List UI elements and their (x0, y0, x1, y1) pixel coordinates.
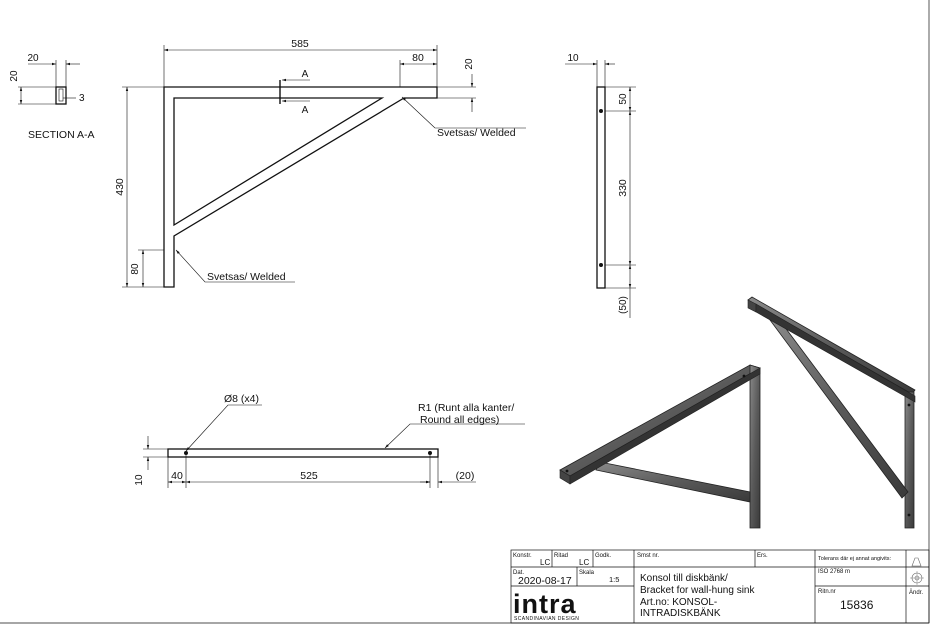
section-title: SECTION A-A (28, 129, 95, 141)
drawing-number: 15836 (840, 598, 874, 612)
isometric-render (559, 296, 916, 529)
side-dim-top: 50 (618, 93, 629, 105)
dim-lower-segment: 80 (130, 263, 141, 275)
side-dim-width: 10 (567, 53, 579, 64)
iso-bracket-right (747, 296, 916, 529)
title-block: Konstr. LC Ritad LC Godk. Smst nr. Ers. … (510, 549, 930, 624)
bottom-dim-end-ref: (20) (456, 470, 475, 482)
side-hole-bottom (599, 263, 603, 267)
title-line1: Konsol till diskbänk/ (640, 573, 728, 584)
dim-top-segment: 80 (412, 52, 424, 64)
bottom-hole-left (184, 451, 188, 455)
bottom-dim-height: 10 (134, 474, 145, 486)
side-dim-bottom-ref: (50) (618, 296, 629, 314)
skala-label: Skala (579, 570, 595, 576)
weld-note-bottom: Svetsas/ Welded (207, 271, 286, 283)
section-dim-thickness: 3 (79, 93, 85, 104)
ritad-label: Ritad (554, 553, 568, 559)
radius-note-line1: R1 (Runt alla kanter/ (418, 402, 514, 414)
title-line3: Art.no: KONSOL- (640, 597, 717, 608)
dim-bar-height: 20 (464, 58, 475, 70)
logo-tagline: SCANDINAVIAN DESIGN (514, 616, 579, 622)
bottom-hole-right (428, 451, 432, 455)
bottom-dim-span: 525 (300, 470, 318, 482)
iso-bracket-left (559, 364, 762, 529)
section-mark-top: A (302, 69, 309, 80)
weld-note-top: Svetsas/ Welded (437, 127, 516, 139)
projection-symbol-icon (910, 557, 924, 585)
logo-text: intra (513, 589, 577, 619)
dim-overall-height: 430 (114, 178, 126, 196)
bottom-view: Ø8 (x4) R1 (Runt alla kanter/ Round all … (134, 393, 525, 488)
side-profile (596, 86, 606, 289)
side-hole-top (599, 109, 603, 113)
smst-label: Smst nr. (637, 553, 659, 559)
godk-label: Godk. (595, 553, 611, 559)
dim-overall-width: 585 (291, 38, 309, 50)
konstr-value: LC (540, 558, 550, 567)
section-dim-height: 20 (9, 70, 20, 82)
tolerance-label: Tolerans där ej annat angivits: (818, 556, 892, 562)
date-value: 2020-08-17 (518, 575, 572, 587)
title-line2: Bracket for wall-hung sink (640, 585, 755, 596)
andr-label: Ändr. (909, 589, 923, 596)
konstr-label: Konstr. (513, 553, 532, 559)
bracket-outline (163, 86, 438, 288)
ritn-label: Ritn.nr (818, 589, 836, 595)
bracket-inner-opening (173, 97, 385, 227)
side-dim-hole-spacing: 330 (617, 179, 629, 197)
hole-note: Ø8 (x4) (224, 393, 259, 405)
title-line4: INTRADISKBÄNK (640, 607, 721, 619)
radius-note-line2: Round all edges) (420, 414, 499, 426)
section-profile (55, 86, 67, 105)
ers-label: Ers. (757, 553, 768, 559)
front-view: 585 80 20 A A 430 80 Svetsas/ Welded Sve… (114, 38, 526, 288)
section-dim-width: 20 (27, 53, 39, 64)
dat-label: Dat. (513, 570, 524, 576)
scale-value: 1:5 (609, 575, 619, 584)
tolerance-value: ISO 2768 m (818, 569, 850, 575)
bottom-profile (167, 448, 439, 458)
side-view: 10 50 330 (50) (565, 53, 636, 318)
section-a-a-view: 20 20 3 SECTION A-A (9, 53, 95, 141)
bottom-dim-start: 40 (171, 470, 183, 482)
ritad-value: LC (579, 558, 589, 567)
section-mark-bottom: A (302, 105, 309, 116)
